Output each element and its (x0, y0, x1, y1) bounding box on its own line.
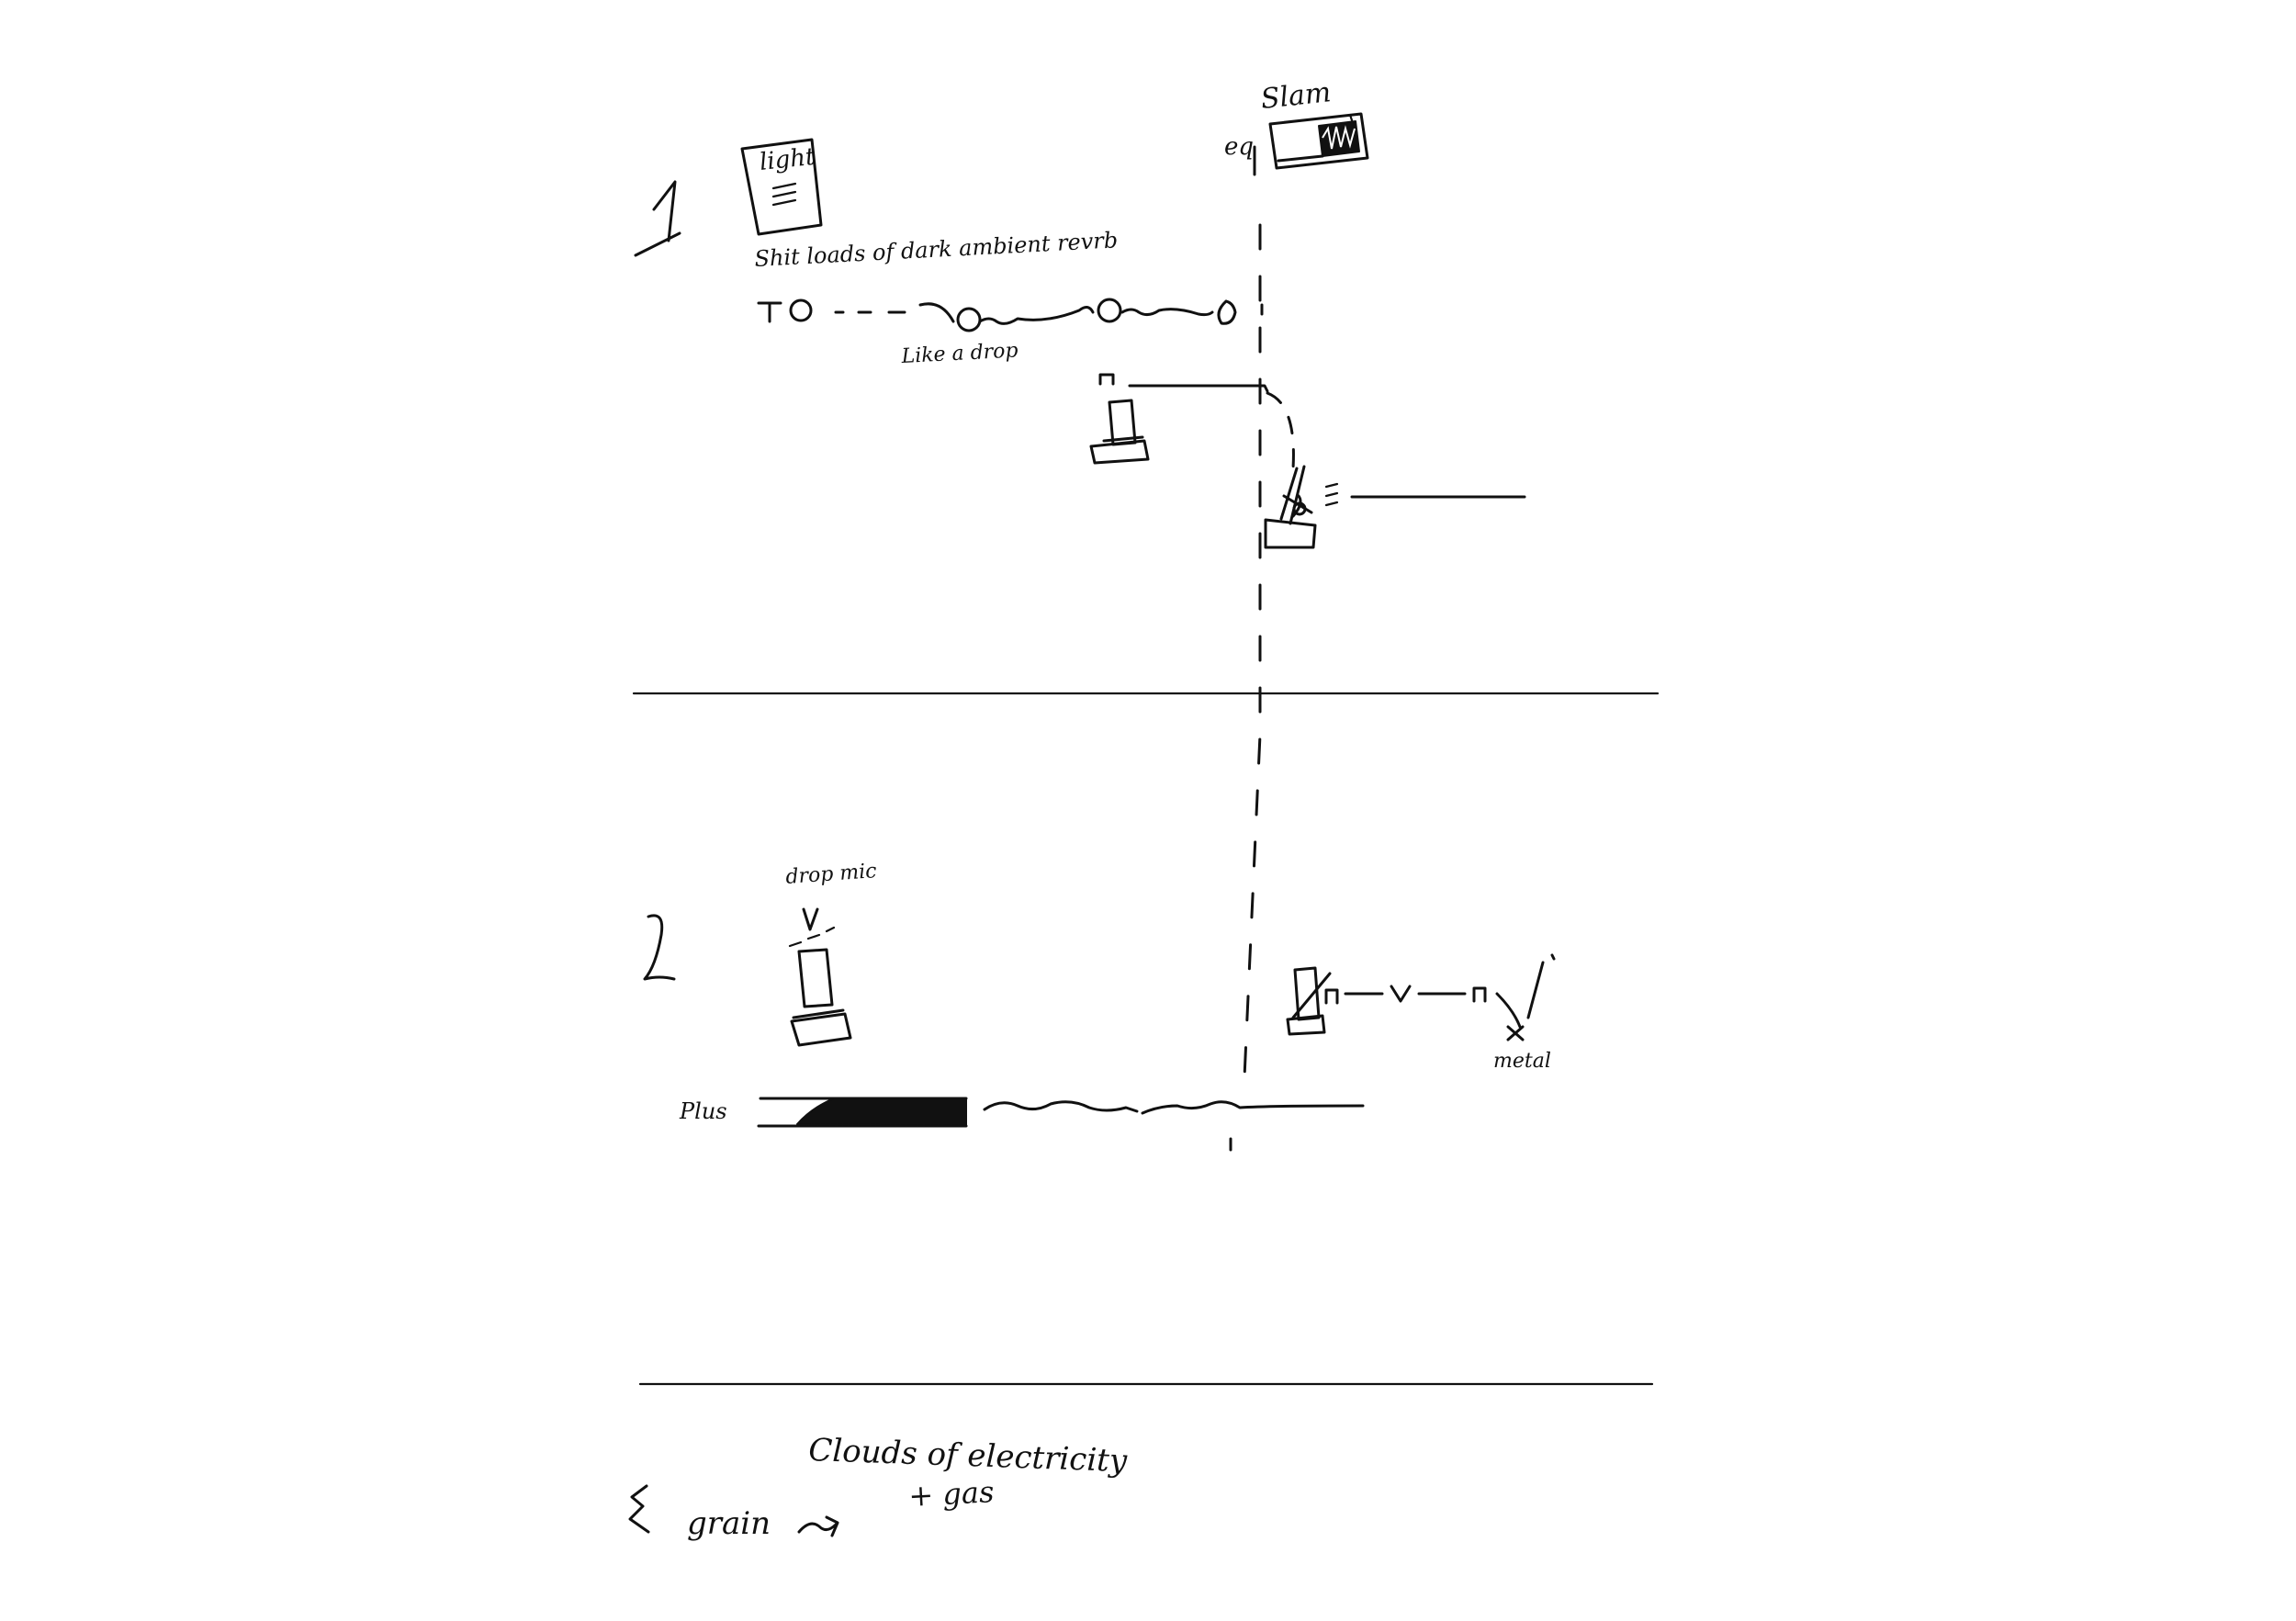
section-2-numeral (643, 914, 676, 981)
drop-circle-3 (1097, 298, 1122, 323)
pedal-icon-1 (1089, 373, 1150, 465)
metal-x (1506, 1025, 1525, 1041)
metal-note: metal (1493, 1050, 1551, 1073)
t-glyph (757, 301, 782, 323)
grain-note: grain (687, 1505, 771, 1542)
drop-circle-1 (789, 298, 813, 322)
ring-marks (1324, 482, 1339, 507)
doc-label-light: light (759, 143, 817, 176)
fall-arc (1266, 391, 1295, 470)
drop-circle-2 (956, 307, 982, 332)
plus-label: Plus (679, 1098, 727, 1124)
section-2: 2 drop mic metal Plus (643, 860, 1556, 1128)
section-3-numeral (628, 1484, 650, 1534)
eq-label: eq (1224, 133, 1254, 161)
plus-bar (757, 1097, 968, 1128)
gate-chain (1324, 985, 1522, 1029)
plus-wave (983, 1100, 1365, 1115)
drop-teardrop (1217, 299, 1237, 325)
metal-line (1526, 953, 1556, 1019)
pedal-icon-3 (1286, 966, 1332, 1036)
drop-sequence (757, 298, 1264, 332)
reverb-note: Shit loads of dark ambient revrb (754, 227, 1119, 272)
clouds-note: Clouds of electricity (808, 1432, 1129, 1480)
grain-arrow (797, 1515, 839, 1537)
drop-line (1128, 384, 1269, 393)
compressor-box-icon (1268, 112, 1369, 170)
gas-note: + gas (907, 1474, 995, 1514)
mic-icon (788, 907, 852, 1047)
slam-label: Slam (1259, 76, 1333, 116)
pedal-icon-2 (1264, 465, 1317, 549)
section-1: 1 light Shit loads of dark ambient revrb… (634, 76, 1526, 549)
section-3: 3 Clouds of electricity + gas grain (628, 1432, 1129, 1542)
section-1-numeral (634, 180, 681, 257)
drop-note: Like a drop (900, 339, 1019, 368)
mic-note: drop mic (785, 860, 878, 889)
document-icon: light (740, 138, 823, 236)
drop-curve-1 (918, 302, 955, 323)
drop-wave-1 (978, 306, 1095, 325)
drop-wave-2 (1120, 308, 1214, 317)
timeline-dashed-line (1242, 223, 1262, 1099)
